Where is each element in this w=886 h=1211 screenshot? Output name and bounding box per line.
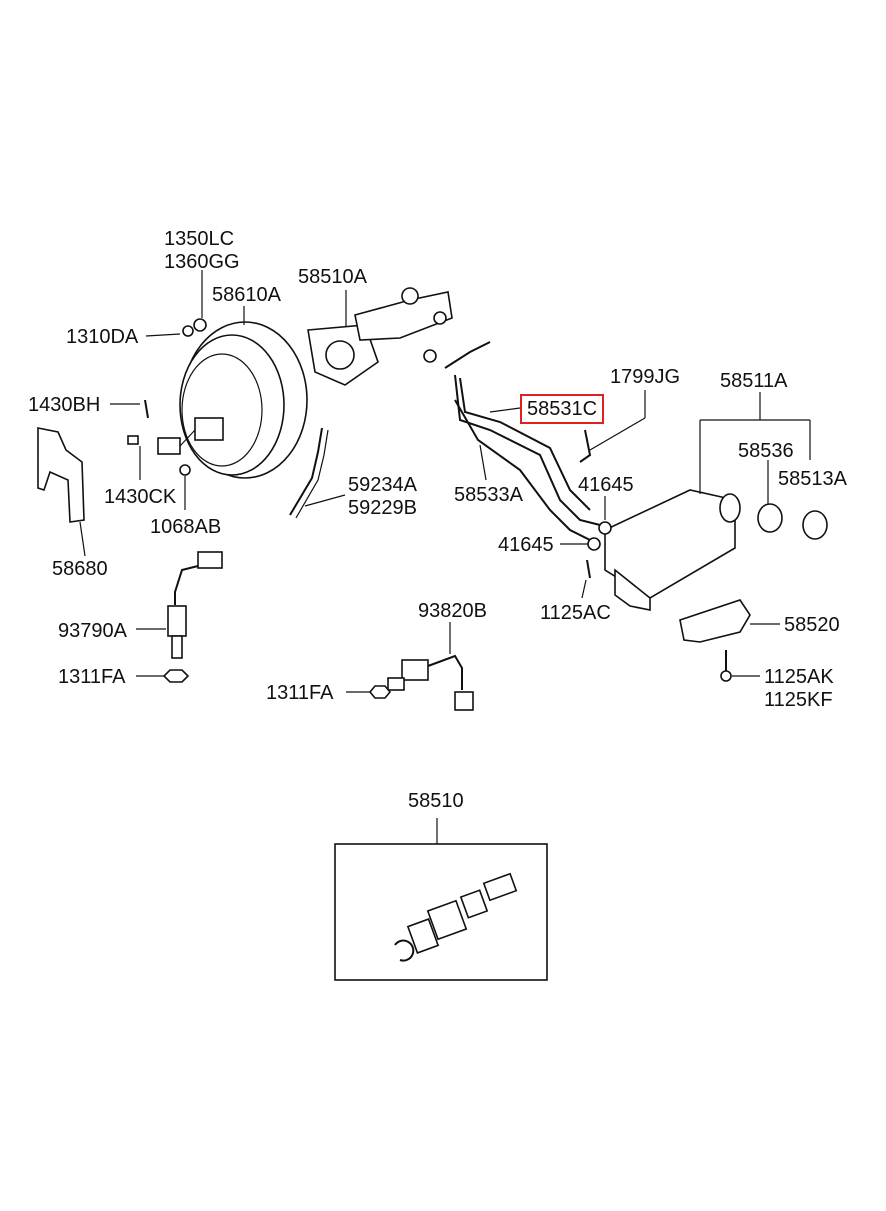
- nut-1311fa-left[interactable]: [162, 669, 190, 683]
- master-cylinder-58510a[interactable]: [307, 287, 453, 386]
- label-93820b[interactable]: 93820B: [418, 600, 487, 622]
- label-1430ck[interactable]: 1430CK: [104, 486, 177, 508]
- label-1125ak[interactable]: 1125AK: [764, 666, 834, 688]
- bracket-58680[interactable]: [37, 427, 85, 523]
- brake-booster-58610a[interactable]: [157, 321, 308, 479]
- switch-93820b[interactable]: [387, 654, 474, 711]
- washer-1350lc[interactable]: [193, 318, 207, 332]
- vacuum-hose-59234a[interactable]: [289, 427, 323, 516]
- label-58510a[interactable]: 58510A: [298, 266, 367, 288]
- label-1350lc[interactable]: 1350LC: [164, 228, 235, 250]
- pipe-58531c[interactable]: [444, 341, 491, 369]
- label-1310da[interactable]: 1310DA: [66, 326, 139, 348]
- switch-93790a[interactable]: [167, 551, 223, 659]
- pipe-58533a[interactable]: [454, 399, 591, 541]
- reservoir-58511a[interactable]: [604, 489, 741, 611]
- pin-1430bh[interactable]: [144, 399, 149, 419]
- label-58513a[interactable]: 58513A: [778, 468, 847, 490]
- label-58510[interactable]: 58510: [408, 790, 464, 812]
- bolt-1430ck[interactable]: [127, 435, 139, 445]
- label-58533a[interactable]: 58533A: [454, 484, 523, 506]
- cap-58536[interactable]: [757, 503, 783, 533]
- nut-1310da[interactable]: [182, 325, 194, 337]
- label-58511a[interactable]: 58511A: [720, 370, 788, 392]
- label-59234a[interactable]: 59234A: [348, 474, 417, 496]
- bracket-58520[interactable]: [679, 599, 751, 643]
- nut-1311fa-mid[interactable]: [368, 685, 392, 699]
- label-1311fa-mid[interactable]: 1311FA: [266, 682, 334, 704]
- clamp-41645-a[interactable]: [598, 521, 612, 535]
- clip-1799jg[interactable]: [579, 429, 592, 463]
- label-1068ab[interactable]: 1068AB: [150, 516, 222, 538]
- label-58536[interactable]: 58536: [738, 440, 794, 462]
- label-59229b[interactable]: 59229B: [348, 497, 417, 519]
- label-58531c[interactable]: 58531C: [519, 394, 605, 424]
- kit-parts: [394, 872, 518, 962]
- label-58680[interactable]: 58680: [52, 558, 108, 580]
- label-1125ac[interactable]: 1125AC: [540, 602, 611, 624]
- label-41645-a[interactable]: 41645: [578, 474, 634, 496]
- label-41645-b[interactable]: 41645: [498, 534, 554, 556]
- label-1799jg[interactable]: 1799JG: [610, 366, 681, 388]
- cap-58513a[interactable]: [802, 510, 828, 540]
- clamp-41645-b[interactable]: [587, 537, 601, 551]
- washer-1068ab[interactable]: [179, 464, 191, 476]
- label-1430bh[interactable]: 1430BH: [28, 394, 101, 416]
- label-1125kf[interactable]: 1125KF: [764, 689, 833, 711]
- leader-lines: [79, 270, 811, 693]
- label-1360gg[interactable]: 1360GG: [164, 251, 240, 273]
- label-1311fa-left[interactable]: 1311FA: [58, 666, 126, 688]
- label-93790a[interactable]: 93790A: [58, 620, 127, 642]
- bolt-1125ac[interactable]: [586, 559, 591, 579]
- label-58610a[interactable]: 58610A: [212, 284, 281, 306]
- label-58520[interactable]: 58520: [784, 614, 840, 636]
